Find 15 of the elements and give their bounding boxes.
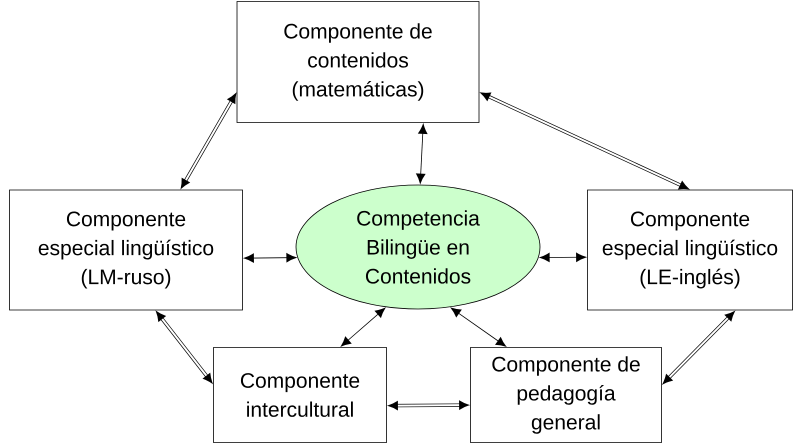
arrow (156, 311, 213, 384)
arrow (244, 253, 296, 263)
arrow (416, 124, 428, 184)
arrow (388, 400, 470, 410)
arrow (540, 252, 586, 262)
component-box: Componente de pedagogía general (470, 347, 662, 443)
arrow (662, 310, 736, 384)
arrow (180, 92, 236, 189)
arrow (480, 92, 690, 190)
component-box: Componente especial lingüístico (LE-inglés) (587, 190, 793, 310)
arrow (340, 308, 386, 347)
arrow (450, 308, 506, 347)
component-box: Componente intercultural (213, 347, 387, 443)
component-box: Componente especial lingüístico (LM-ruso) (9, 190, 243, 310)
component-box: Componente de contenidos (matemáticas) (236, 1, 480, 123)
